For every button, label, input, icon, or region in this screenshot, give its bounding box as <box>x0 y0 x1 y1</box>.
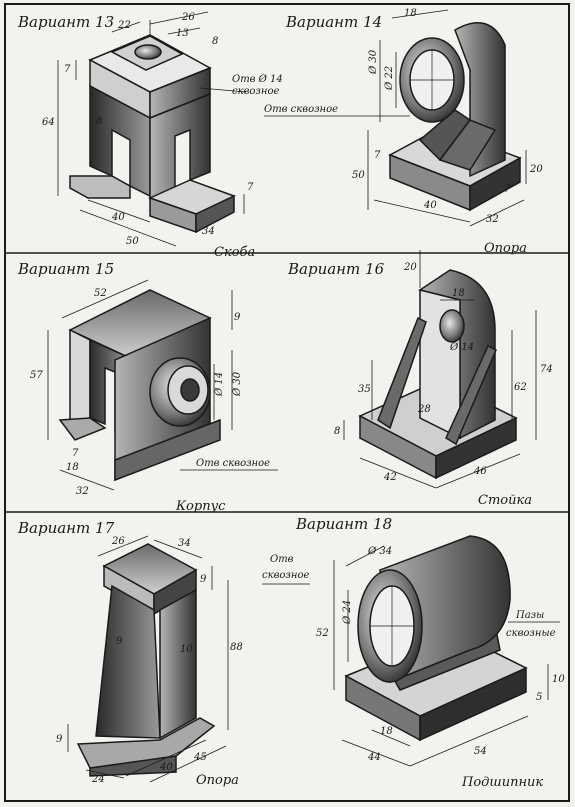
page-frame <box>4 3 570 802</box>
variant-13-dim-34: 34 <box>202 226 215 237</box>
variant-17-panel: Вариант 17 26 34 9 88 9 10 9 24 40 45 Оп… <box>17 519 243 788</box>
variant-18-dimension-lines <box>262 545 560 767</box>
variant-18-note-line-4: сквозные <box>506 628 556 639</box>
variant-18-dim-54: 54 <box>474 746 487 757</box>
variant-18-note-line-1: Отв <box>270 554 294 565</box>
variant-16-dim-62: 62 <box>514 382 527 393</box>
variant-15-dim-32: 32 <box>76 486 89 497</box>
variant-17-dim-10: 10 <box>180 644 193 655</box>
variant-17-dim-9-top: 9 <box>200 574 207 585</box>
variant-13-panel: Вариант 13 26 22 13 8 7 64 8 <box>17 11 283 260</box>
variant-13-note-line-1: Отв Ø 14 <box>232 74 283 85</box>
variant-13-dim-7-right: 7 <box>247 182 254 193</box>
variant-16-caption: Стойка <box>478 493 532 508</box>
variant-15-dim-52: 52 <box>94 288 107 299</box>
variant-13-dim-26: 26 <box>181 12 195 23</box>
variant-15-housing-figure <box>58 289 221 482</box>
variant-13-dim-22: 22 <box>117 20 131 31</box>
variant-16-dim-20: 20 <box>403 262 417 273</box>
variant-14-dim-7-left: 7 <box>374 150 381 161</box>
variant-17-dim-40: 40 <box>159 762 173 773</box>
variant-15-panel: Вариант 15 52 9 57 Ø 14 Ø 30 7 18 32 Отв… <box>17 260 278 514</box>
variant-14-dim-32: 32 <box>486 214 499 225</box>
variant-15-dim-18: 18 <box>66 462 79 473</box>
variant-14-dimension-lines <box>264 9 527 227</box>
variant-13-dim-7-top: 7 <box>64 64 71 75</box>
variant-16-dim-18: 18 <box>452 288 465 299</box>
variant-17-caption: Опора <box>196 773 239 788</box>
variant-13-title: Вариант 13 <box>17 13 114 31</box>
variant-15-note-line-1: Отв сквозное <box>196 458 270 469</box>
variant-17-dim-26: 26 <box>111 536 125 547</box>
variant-18-dim-18: 18 <box>380 726 393 737</box>
variant-15-dim-d30: Ø 30 <box>232 371 243 397</box>
variant-18-dim-d24: Ø 24 <box>342 600 353 625</box>
variant-13-dim-50: 50 <box>126 236 139 247</box>
variant-16-dim-74: 74 <box>540 364 553 375</box>
variant-17-support-figure <box>76 543 216 777</box>
variant-14-note-line-1: Отв сквозное <box>264 104 338 115</box>
variant-16-dim-d14: Ø 14 <box>449 342 474 353</box>
variant-17-dim-9-bottom: 9 <box>56 734 63 745</box>
variant-17-dim-88: 88 <box>230 642 243 653</box>
variant-15-dim-9: 9 <box>234 312 241 323</box>
variant-14-panel: Вариант 14 18 Ø 30 Ø 22 7 50 20 7 40 32 … <box>264 8 543 256</box>
variant-13-dim-13: 13 <box>176 28 189 39</box>
variant-14-dim-20: 20 <box>529 164 543 175</box>
variant-15-caption: Корпус <box>175 499 226 514</box>
variant-17-title: Вариант 17 <box>17 519 115 537</box>
variant-14-dim-40: 40 <box>423 200 437 211</box>
variant-16-panel: Вариант 16 20 18 Ø 14 35 74 62 8 28 42 4… <box>287 250 553 508</box>
variant-18-dim-52: 52 <box>316 628 329 639</box>
variant-16-dim-42: 42 <box>383 472 397 483</box>
variant-16-dim-35: 35 <box>358 384 371 395</box>
variant-15-title: Вариант 15 <box>17 260 114 278</box>
variant-16-dim-8: 8 <box>334 426 340 437</box>
variant-18-dim-44: 44 <box>367 752 381 763</box>
variant-18-caption: Подшипник <box>461 775 543 790</box>
variant-18-dim-10: 10 <box>552 674 565 685</box>
variant-17-dim-34: 34 <box>178 538 191 549</box>
variant-16-title: Вариант 16 <box>287 260 385 278</box>
variant-14-support-figure <box>388 22 522 212</box>
variant-13-bracket-figure <box>69 34 236 234</box>
variant-18-title: Вариант 18 <box>295 515 392 533</box>
variant-17-dim-24: 24 <box>91 774 105 785</box>
variant-15-dim-7: 7 <box>72 448 79 459</box>
variant-14-dim-7-right: 7 <box>504 184 511 195</box>
variant-18-dim-5: 5 <box>536 692 542 703</box>
variant-16-dim-28: 28 <box>417 404 431 415</box>
variant-13-dim-64: 64 <box>42 117 55 128</box>
variant-14-dim-d22: Ø 22 <box>384 66 395 91</box>
variant-18-dim-d34: Ø 34 <box>367 546 392 557</box>
variant-15-dim-d14: Ø 14 <box>214 372 225 397</box>
variant-17-dim-45: 45 <box>193 752 207 763</box>
variant-13-note-line-2: сквозное <box>232 86 279 97</box>
variant-16-dim-46: 46 <box>473 466 487 477</box>
variant-13-dim-40: 40 <box>111 212 125 223</box>
variant-15-dimension-lines <box>47 279 278 491</box>
variant-17-dim-9-mid: 9 <box>116 636 123 647</box>
variant-14-dim-50: 50 <box>352 170 365 181</box>
variant-18-note-line-2: сквозное <box>262 570 309 581</box>
variant-13-dim-8: 8 <box>212 36 218 47</box>
variant-18-note-line-3: Пазы <box>515 610 544 621</box>
variant-17-dimension-lines <box>67 535 229 783</box>
variant-16-stand-figure <box>358 269 518 480</box>
variant-18-bearing-figure <box>344 535 528 742</box>
variant-14-dim-18: 18 <box>404 8 417 19</box>
variant-15-dim-57: 57 <box>30 370 43 381</box>
variant-14-caption: Опора <box>484 241 527 256</box>
variant-14-title: Вариант 14 <box>285 13 382 31</box>
variant-18-panel: Вариант 18 Ø 34 Ø 24 52 10 5 18 44 54 От… <box>262 515 565 790</box>
variant-13-dim-8-mid: 8 <box>96 116 102 127</box>
variant-13-caption: Скоба <box>214 245 255 260</box>
variant-14-dim-d30: Ø 30 <box>368 49 379 75</box>
variant-13-dimension-lines <box>57 11 247 247</box>
variant-16-dimension-lines <box>343 250 537 489</box>
